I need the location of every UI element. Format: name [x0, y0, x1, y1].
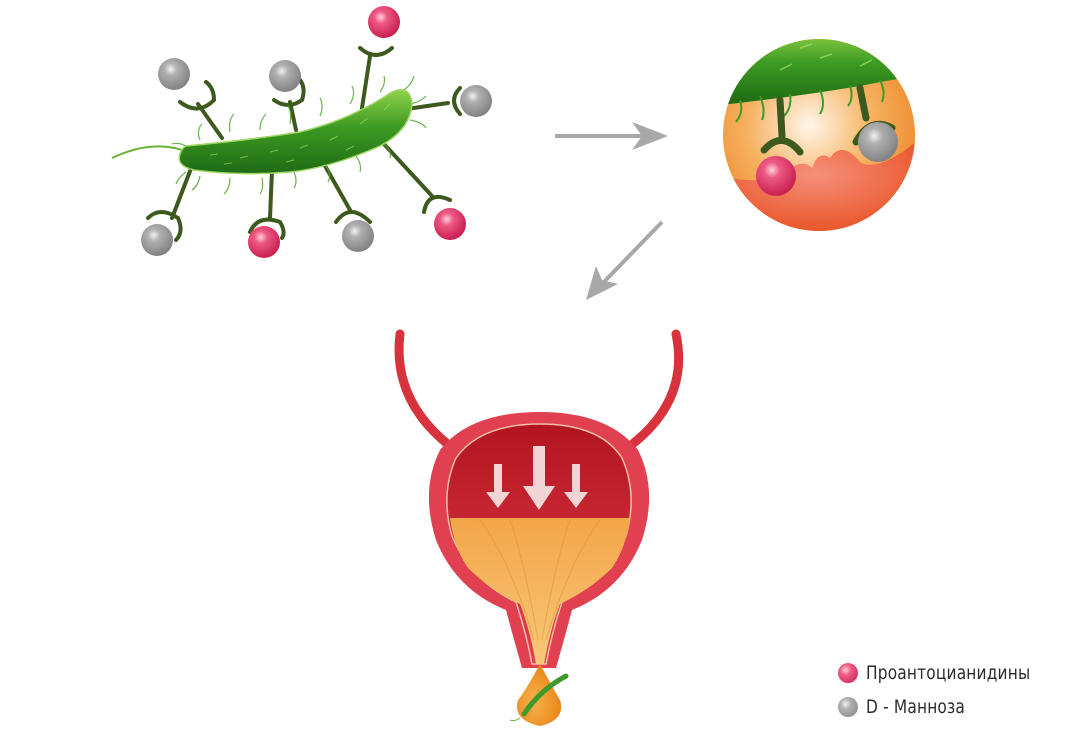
legend-item-d-mannose: D - Манноза [838, 690, 1049, 724]
ureter-right [625, 329, 684, 451]
bacterium-hairs [171, 75, 427, 195]
gray-sphere-icon [141, 224, 173, 256]
legend-label: D - Манноза [866, 696, 965, 718]
bladder-group [394, 329, 684, 726]
flagellum [111, 145, 183, 159]
gray-sphere-icon [460, 85, 492, 117]
bacterium-molecules [141, 6, 492, 258]
pink-sphere-icon [368, 6, 400, 38]
legend-item-proanthocyanidins: Проантоцианидины [838, 656, 1049, 690]
pink-sphere-icon [756, 156, 796, 196]
gray-sphere-icon [158, 58, 190, 90]
bacterium-group [111, 6, 492, 258]
small-bacterium-icon [521, 673, 569, 717]
legend: Проантоцианидины D - Манноза [838, 656, 1049, 724]
urine [450, 518, 630, 664]
zoom-circle [723, 39, 915, 231]
gray-sphere-icon [838, 697, 858, 717]
pink-sphere-icon [838, 663, 858, 683]
bacterium-body [178, 89, 413, 175]
arrow-right [555, 122, 668, 150]
gray-sphere-icon [269, 60, 301, 92]
pink-sphere-icon [248, 226, 280, 258]
pink-sphere-icon [434, 208, 466, 240]
legend-label: Проантоцианидины [866, 662, 1031, 684]
pressure-arrows [486, 446, 588, 510]
ureter-left [394, 329, 455, 451]
bacterium-texture [209, 103, 391, 165]
gray-sphere-icon [858, 122, 898, 162]
arrow-down-left [586, 220, 664, 300]
gray-sphere-icon [342, 220, 374, 252]
